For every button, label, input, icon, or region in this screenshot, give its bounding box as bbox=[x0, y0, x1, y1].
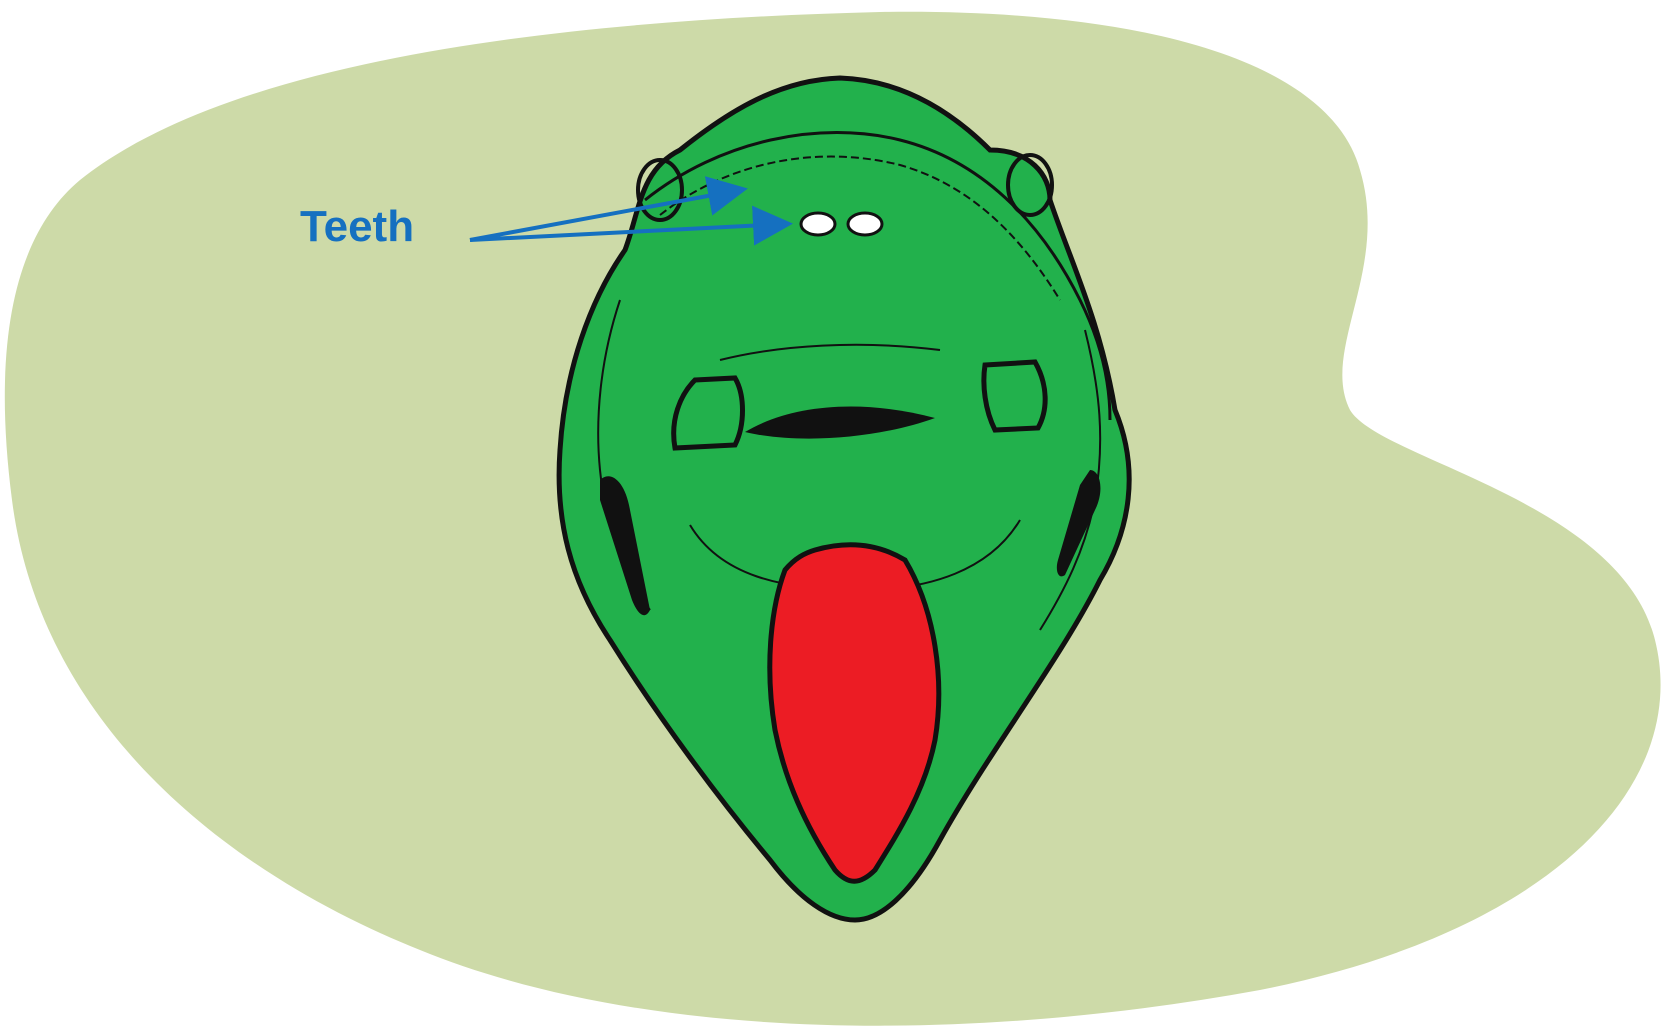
vomerine-tooth-left bbox=[801, 213, 835, 235]
vomerine-tooth-right bbox=[848, 213, 882, 235]
teeth-label: Teeth bbox=[300, 205, 414, 249]
